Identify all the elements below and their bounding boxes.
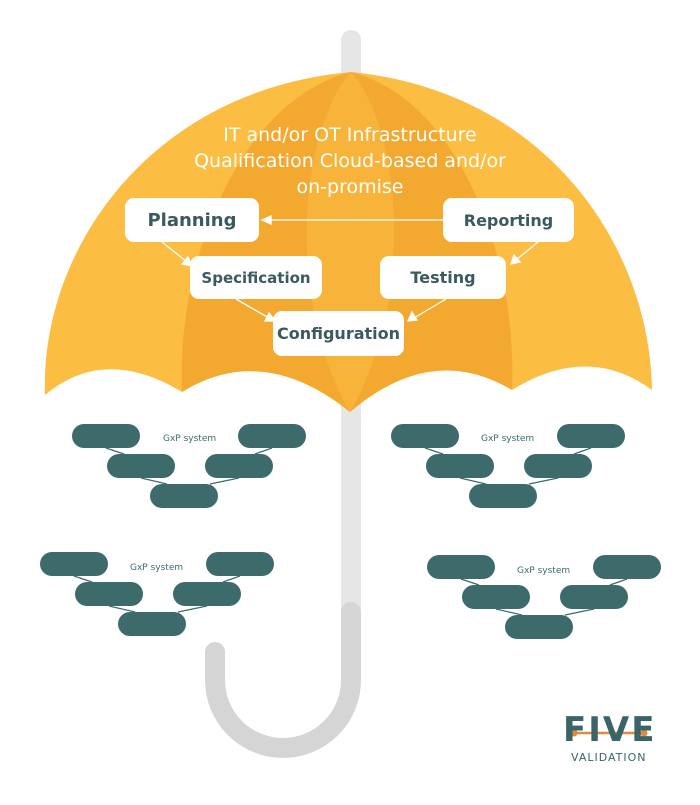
gxp-connector <box>573 447 592 455</box>
gxp-node <box>427 555 495 579</box>
gxp-system-group <box>427 555 661 639</box>
gxp-node <box>391 424 459 448</box>
gxp-label: GxP system <box>163 434 217 444</box>
gxp-node <box>173 582 241 606</box>
gxp-connector <box>528 477 559 485</box>
title-line-2: Qualification Cloud-based and/or <box>194 150 506 172</box>
logo-subtitle: VALIDATION <box>571 751 647 764</box>
logo-accent-dot <box>570 729 578 737</box>
gxp-node <box>524 454 592 478</box>
five-logo: FIVE <box>563 710 657 750</box>
gxp-node <box>557 424 625 448</box>
gxp-connector <box>459 477 487 485</box>
gxp-node <box>40 552 108 576</box>
gxp-node <box>150 484 218 508</box>
configuration-box: Configuration <box>273 311 404 356</box>
gxp-node <box>107 454 175 478</box>
gxp-node <box>206 552 274 576</box>
gxp-node <box>560 585 628 609</box>
title-line-3: on-promise <box>296 176 404 198</box>
gxp-node <box>462 585 530 609</box>
gxp-connector <box>73 575 93 583</box>
gxp-connector <box>209 477 240 485</box>
title-line-1: IT and/or OT Infrastructure <box>223 124 477 146</box>
gxp-node <box>118 612 186 636</box>
gxp-system-group <box>72 424 306 508</box>
gxp-label: GxP system <box>517 566 571 576</box>
gxp-label: GxP system <box>481 434 535 444</box>
gxp-system-group <box>40 552 274 636</box>
gxp-connector <box>424 447 444 455</box>
gxp-connector <box>140 477 168 485</box>
gxp-node <box>75 582 143 606</box>
gxp-node <box>593 555 661 579</box>
gxp-connector <box>609 578 628 586</box>
gxp-connector <box>460 578 480 586</box>
gxp-node <box>505 615 573 639</box>
testing-box: Testing <box>380 256 506 299</box>
gxp-connector <box>177 605 208 613</box>
gxp-node <box>238 424 306 448</box>
planning-box: Planning <box>125 198 259 242</box>
gxp-connector <box>564 608 595 616</box>
gxp-connector <box>495 608 523 616</box>
gxp-node <box>426 454 494 478</box>
gxp-connector <box>105 447 125 455</box>
gxp-node <box>205 454 273 478</box>
reporting-box: Reporting <box>443 198 574 242</box>
gxp-connector <box>108 605 136 613</box>
gxp-node <box>469 484 537 508</box>
gxp-system-group <box>391 424 625 508</box>
umbrella-handle <box>205 602 361 758</box>
gxp-connector <box>222 575 241 583</box>
specification-box: Specification <box>190 256 322 299</box>
gxp-label: GxP system <box>130 563 184 573</box>
gxp-connector <box>254 447 273 455</box>
diagram-title: IT and/or OT Infrastructure Qualificatio… <box>150 122 550 200</box>
gxp-node <box>72 424 140 448</box>
logo-accent-dot <box>640 729 648 737</box>
gxp-system-groups <box>40 424 661 639</box>
